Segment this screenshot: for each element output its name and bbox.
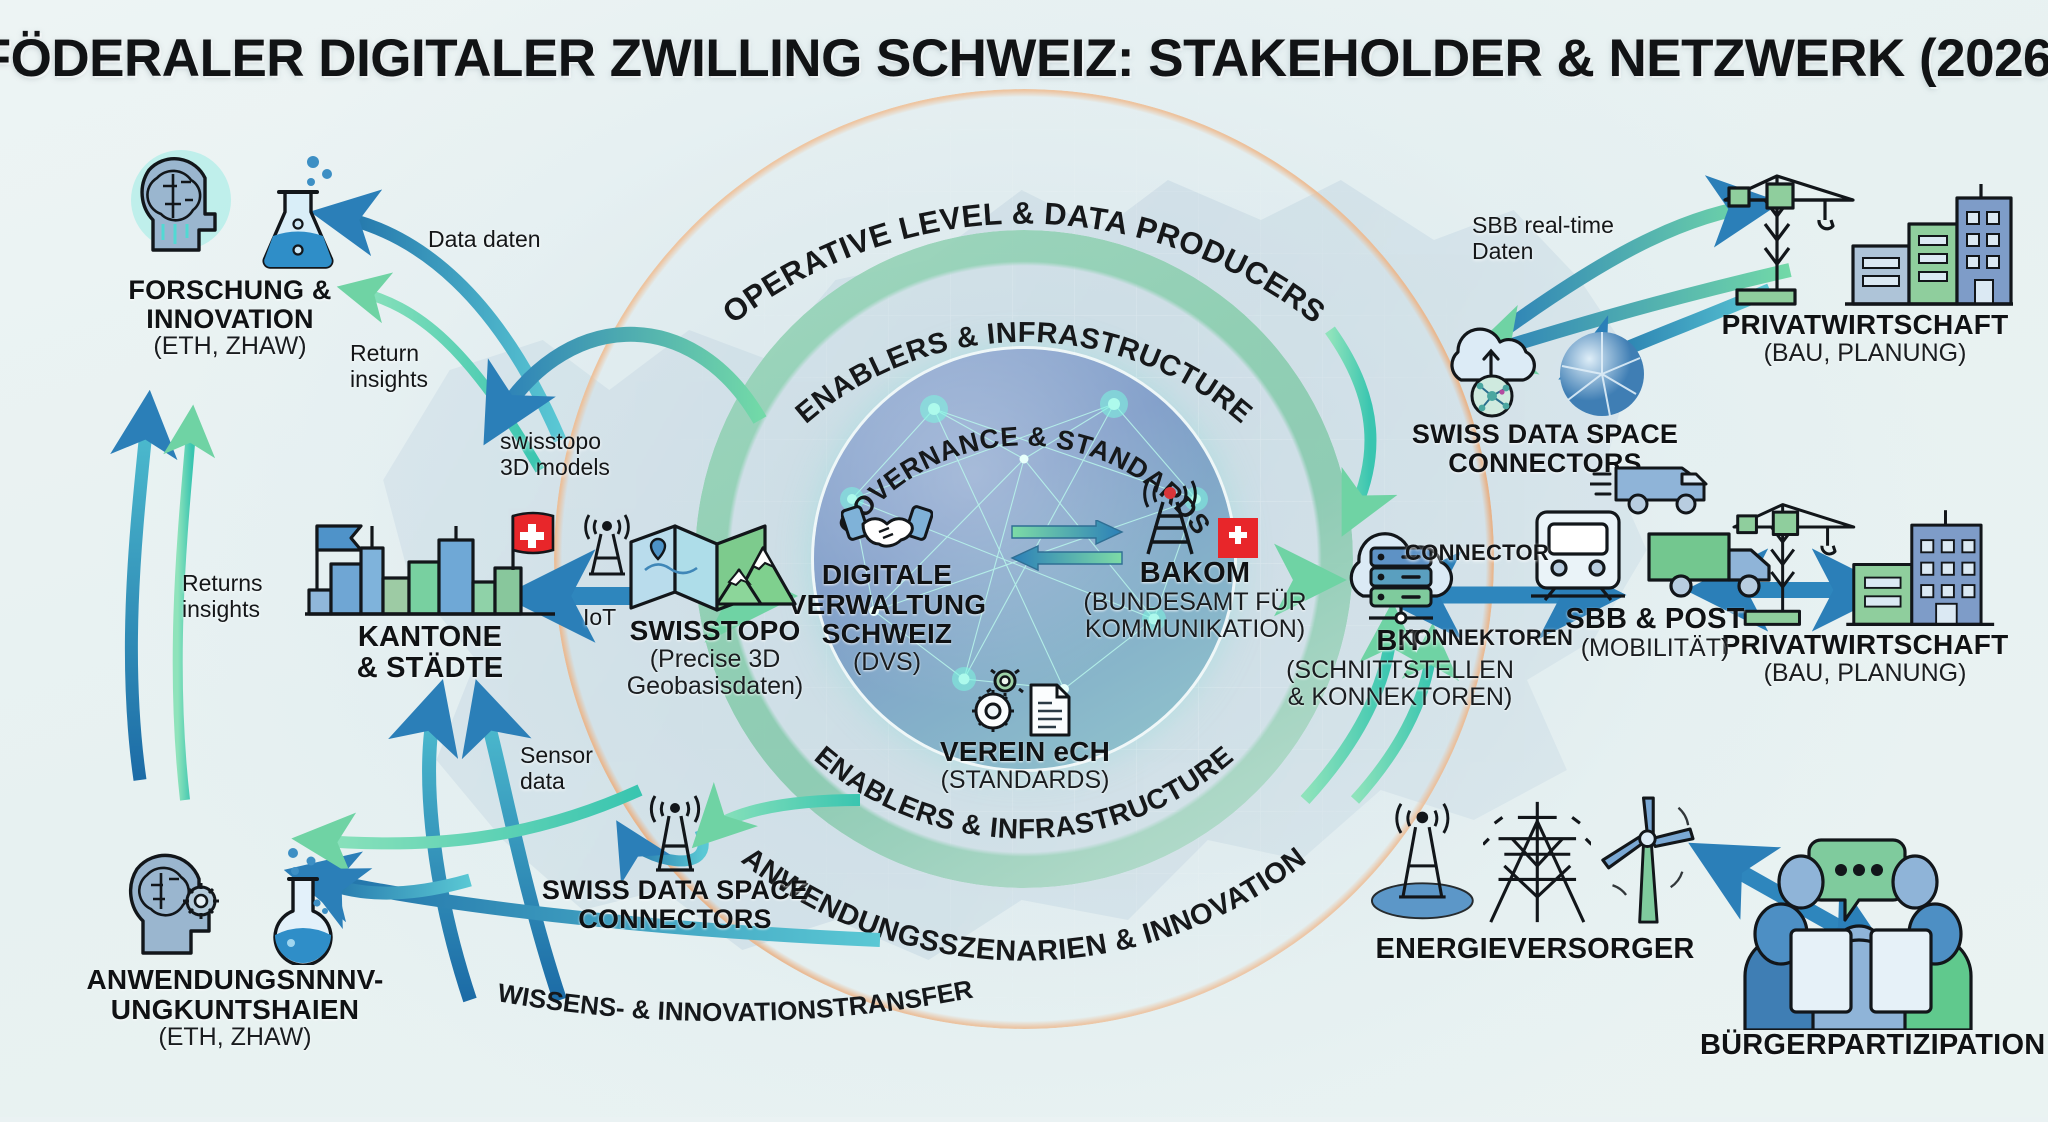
antenna-icon	[530, 790, 820, 876]
node-energie-label: ENERGIEVERSORGER	[1375, 933, 1695, 965]
node-privat-right-sub: (BAU, PLANUNG)	[1763, 658, 1967, 687]
node-kantone-label: KANTONE & STÄDTE	[356, 621, 504, 684]
node-swiss-data-space-bottom[interactable]: SWISS DATA SPACE CONNECTORS	[530, 790, 820, 933]
flag-icon	[315, 524, 363, 552]
cloud-network-icon	[1450, 327, 1536, 418]
flow-label-wissenstransfer: WISSENS- & INNOVATIONSTRANSFER	[380, 930, 1100, 1050]
node-privat-top-sub: (BAU, PLANUNG)	[1763, 338, 1967, 367]
node-swisstopo-sub: (Precise 3D Geobasisdaten)	[626, 644, 804, 700]
core-node-bakom[interactable]: BAKOM (BUNDESAMT FÜR KOMMUNIKATION)	[1075, 478, 1315, 643]
node-privat-right-label: PRIVATWIRTSCHAFT	[1721, 629, 2009, 660]
flow-label-konnektoren: KONNEKTOREN	[1398, 625, 1574, 650]
node-swisstopo-label: SWISSTOPO	[629, 615, 801, 646]
flow-label-data-daten: Data daten	[428, 226, 541, 252]
node-anwendung-sub: (ETH, ZHAW)	[158, 1023, 312, 1052]
node-sds-bottom-label: SWISS DATA SPACE CONNECTORS	[541, 875, 809, 934]
swiss-flag-icon	[511, 511, 555, 570]
wind-turbine-icon	[1601, 796, 1695, 924]
handshake-icon	[772, 490, 1002, 560]
svg-text:WISSENS- & INNOVATIONSTRANSFER: WISSENS- & INNOVATIONSTRANSFER	[495, 974, 975, 1027]
swiss-flag-icon	[1218, 518, 1258, 558]
gears-document-icon	[915, 665, 1135, 737]
node-swisstopo[interactable]: SWISSTOPO (Precise 3D Geobasisdaten)	[600, 508, 830, 700]
flow-label-connector: CONNECTOR	[1405, 540, 1550, 565]
node-bit-sub: (SCHNITTSTELLEN & KONNEKTOREN)	[1286, 655, 1514, 711]
flow-label-sensor-data: Sensor data	[520, 742, 593, 795]
flow-label-return-insights: Return insights	[350, 340, 428, 393]
network-mesh-graphic	[840, 389, 1208, 694]
core-node-dvs-label: DIGITALE VERWALTUNG SCHWEIZ	[787, 559, 987, 650]
node-forschung-innovation[interactable]: FORSCHUNG & INNOVATION (ETH, ZHAW)	[80, 140, 380, 360]
node-forschung-sub: (ETH, ZHAW)	[153, 332, 307, 361]
chat-bubble-icon	[1807, 838, 1907, 922]
van-icon	[1588, 458, 1720, 523]
people-tablets-icon	[1743, 838, 1973, 1030]
crane-buildings-icon	[1700, 150, 2030, 310]
pie-sphere-icon	[1560, 332, 1644, 417]
core-exchange-arrow	[1008, 518, 1126, 576]
core-node-verein-ech[interactable]: VEREIN eCH (STANDARDS)	[915, 665, 1135, 794]
node-anwendungsszenarien[interactable]: ANWENDUNGSNNNV- UNGKUNTSHAIEN (ETH, ZHAW…	[60, 840, 410, 1051]
city-skyline-icon	[305, 511, 555, 616]
node-buergerpartizipation[interactable]: BÜRGERPARTIZIPATION	[1700, 830, 2046, 1061]
core-node-ech-label: VEREIN eCH	[939, 736, 1111, 767]
node-privatwirtschaft-top[interactable]: PRIVATWIRTSCHAFT (BAU, PLANUNG)	[1700, 150, 2030, 367]
node-buerger-label: BÜRGERPARTIZIPATION	[1700, 1029, 2046, 1061]
node-energieversorger[interactable]: ENERGIEVERSORGER	[1370, 790, 1700, 965]
node-sbb-sub: (MOBILITÄT)	[1580, 633, 1730, 662]
core-node-bakom-label: BAKOM	[1139, 557, 1251, 589]
node-sbb-post[interactable]: SBB & POST (MOBILITÄT)	[1520, 466, 1790, 662]
node-sbb-label: SBB & POST	[1565, 603, 1745, 635]
node-bit-label: BIT	[1376, 625, 1424, 657]
flow-label-iot: IoT	[583, 604, 617, 630]
flask-icon	[262, 156, 334, 269]
page-title: FÖDERALER DIGITALER ZWILLING SCHWEIZ: ST…	[0, 29, 2048, 88]
antenna-icon	[572, 512, 642, 582]
core-node-dvs-sub: (DVS)	[852, 648, 922, 677]
node-privatwirtschaft-right[interactable]: PRIVATWIRTSCHAFT (BAU, PLANUNG)	[1700, 480, 2030, 687]
truck-icon	[1647, 532, 1771, 598]
antenna-icon	[1370, 803, 1474, 920]
round-flask-icon	[273, 848, 333, 965]
node-privat-top-label: PRIVATWIRTSCHAFT	[1721, 309, 2009, 340]
cloud-server-icon	[1280, 508, 1520, 626]
node-forschung-label: FORSCHUNG & INNOVATION	[128, 275, 332, 334]
flow-label-swisstopo-3d: swisstopo 3D models	[500, 428, 610, 481]
core-node-ech-sub: (STANDARDS)	[940, 765, 1110, 794]
core-node-dvs[interactable]: DIGITALE VERWALTUNG SCHWEIZ (DVS)	[772, 490, 1002, 676]
core-node-bakom-sub: (BUNDESAMT FÜR KOMMUNIKATION)	[1083, 587, 1307, 643]
node-anwendung-label: ANWENDUNGSNNNV- UNGKUNTSHAIEN	[86, 964, 384, 1025]
crane-buildings-icon	[1700, 480, 2030, 630]
flow-label-returns-insights: Returns insights	[182, 570, 263, 623]
train-icon	[1531, 510, 1625, 602]
radio-tower-icon	[1143, 480, 1197, 555]
brain-head-icon	[131, 150, 231, 252]
node-kantone-staedte[interactable]: KANTONE & STÄDTE	[300, 498, 560, 683]
map-mountain-icon	[600, 508, 830, 616]
brain-gear-head-icon	[128, 853, 219, 955]
node-swiss-data-space-top[interactable]: SWISS DATA SPACE CONNECTORS	[1390, 310, 1700, 477]
node-sds-top-label: SWISS DATA SPACE CONNECTORS	[1411, 419, 1679, 478]
pylon-icon	[1482, 801, 1592, 923]
flow-label-sbb-realtime: SBB real-time Daten	[1472, 212, 1614, 265]
node-bit[interactable]: BIT (SCHNITTSTELLEN & KONNEKTOREN)	[1280, 508, 1520, 711]
